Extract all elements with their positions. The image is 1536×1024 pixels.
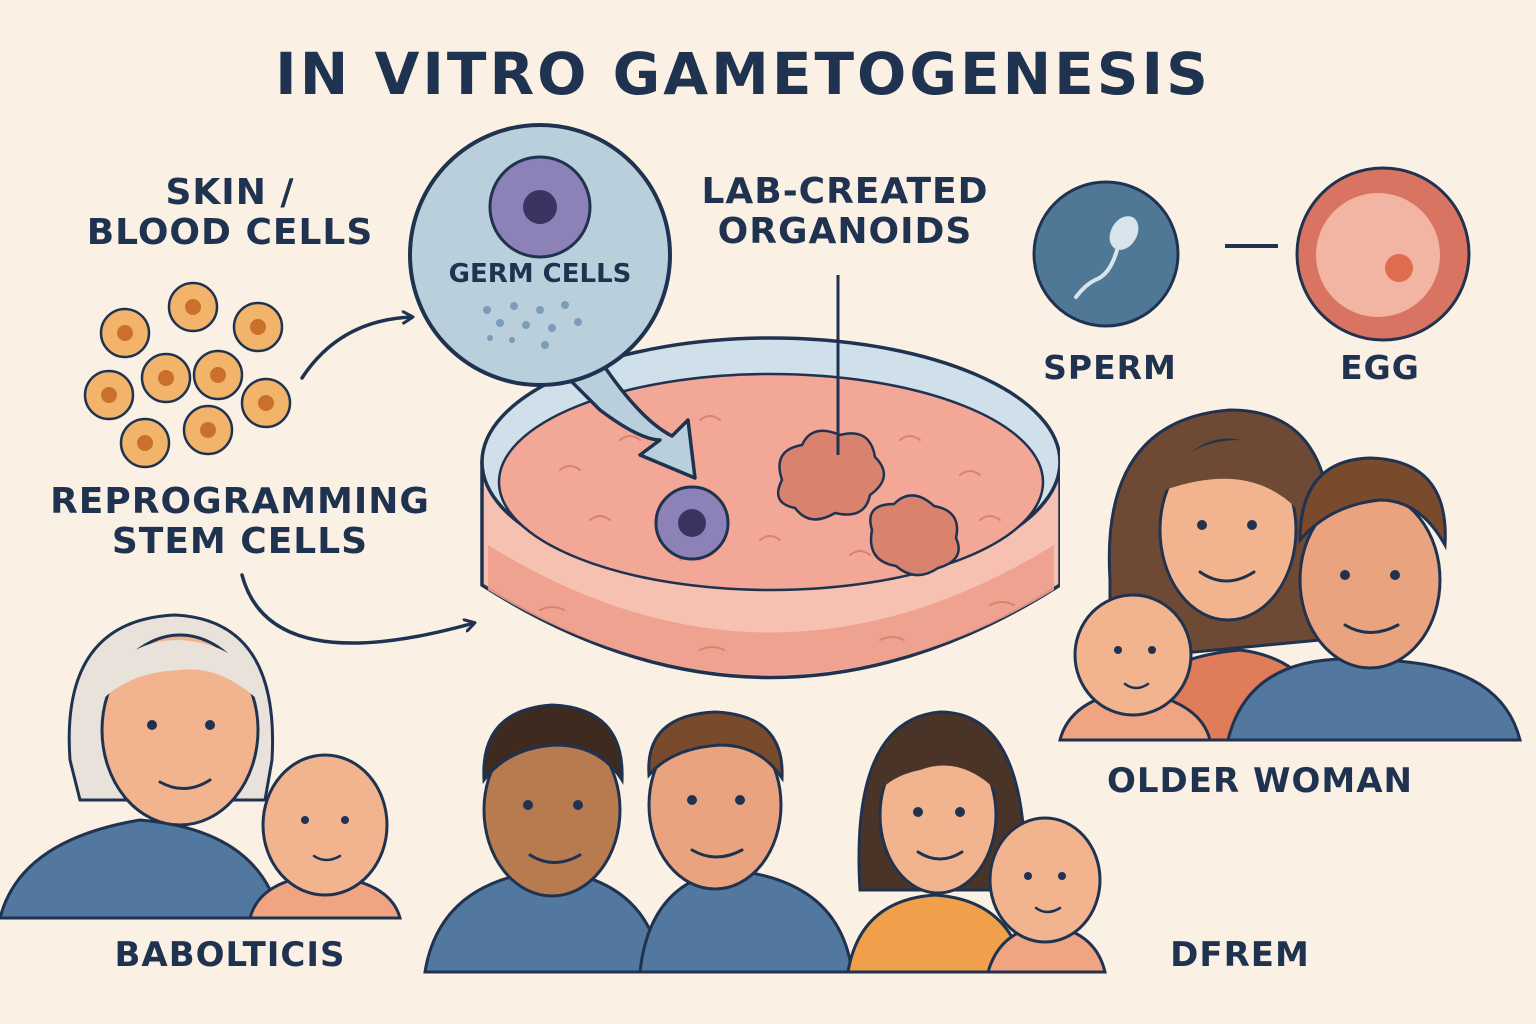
older-woman-label: OLDER WOMAN bbox=[1106, 761, 1414, 801]
reprogramming-line-2: STEM CELLS bbox=[111, 521, 369, 563]
reprogramming-stem-cells-label: REPROGRAMMING STEM CELLS bbox=[40, 481, 440, 563]
arrow-to-dish bbox=[240, 573, 474, 645]
lab-created-organoids-label: LAB-CREATED ORGANOIDS bbox=[680, 171, 1010, 253]
family-babolticis-illustration bbox=[0, 613, 402, 920]
reprogramming-line-1: REPROGRAMMING bbox=[50, 481, 430, 522]
skin-cell-cluster bbox=[83, 281, 292, 469]
family-two-fathers-illustration bbox=[423, 703, 854, 974]
skin-blood-cells-label: SKIN / BLOOD CELLS bbox=[60, 172, 400, 254]
family-older-woman-illustration bbox=[1058, 408, 1522, 742]
organoid-cluster bbox=[776, 429, 960, 577]
egg-circle bbox=[1295, 166, 1471, 342]
germ-cells-bubble bbox=[408, 123, 697, 480]
family-dfrem-illustration bbox=[846, 710, 1107, 974]
page-title: IN VITRO GAMETOGENESIS bbox=[275, 40, 1211, 108]
egg-label: EGG bbox=[1340, 348, 1420, 387]
sperm-circle bbox=[1032, 180, 1180, 328]
skin-blood-line-1: SKIN / bbox=[165, 172, 295, 213]
skin-blood-line-2: BLOOD CELLS bbox=[86, 212, 374, 254]
organoids-line-1: LAB-CREATED bbox=[701, 171, 989, 212]
organoids-line-2: ORGANOIDS bbox=[717, 211, 973, 253]
petri-dish bbox=[480, 336, 1062, 680]
arrow-to-germ-cells bbox=[300, 317, 412, 380]
sperm-label: SPERM bbox=[1043, 348, 1177, 387]
dfrem-label: DFREM bbox=[1170, 935, 1310, 975]
dish-germ-cell bbox=[654, 485, 730, 561]
germ-cells-label: GERM CELLS bbox=[448, 259, 632, 289]
babolticis-label: BABOLTICIS bbox=[114, 935, 346, 975]
